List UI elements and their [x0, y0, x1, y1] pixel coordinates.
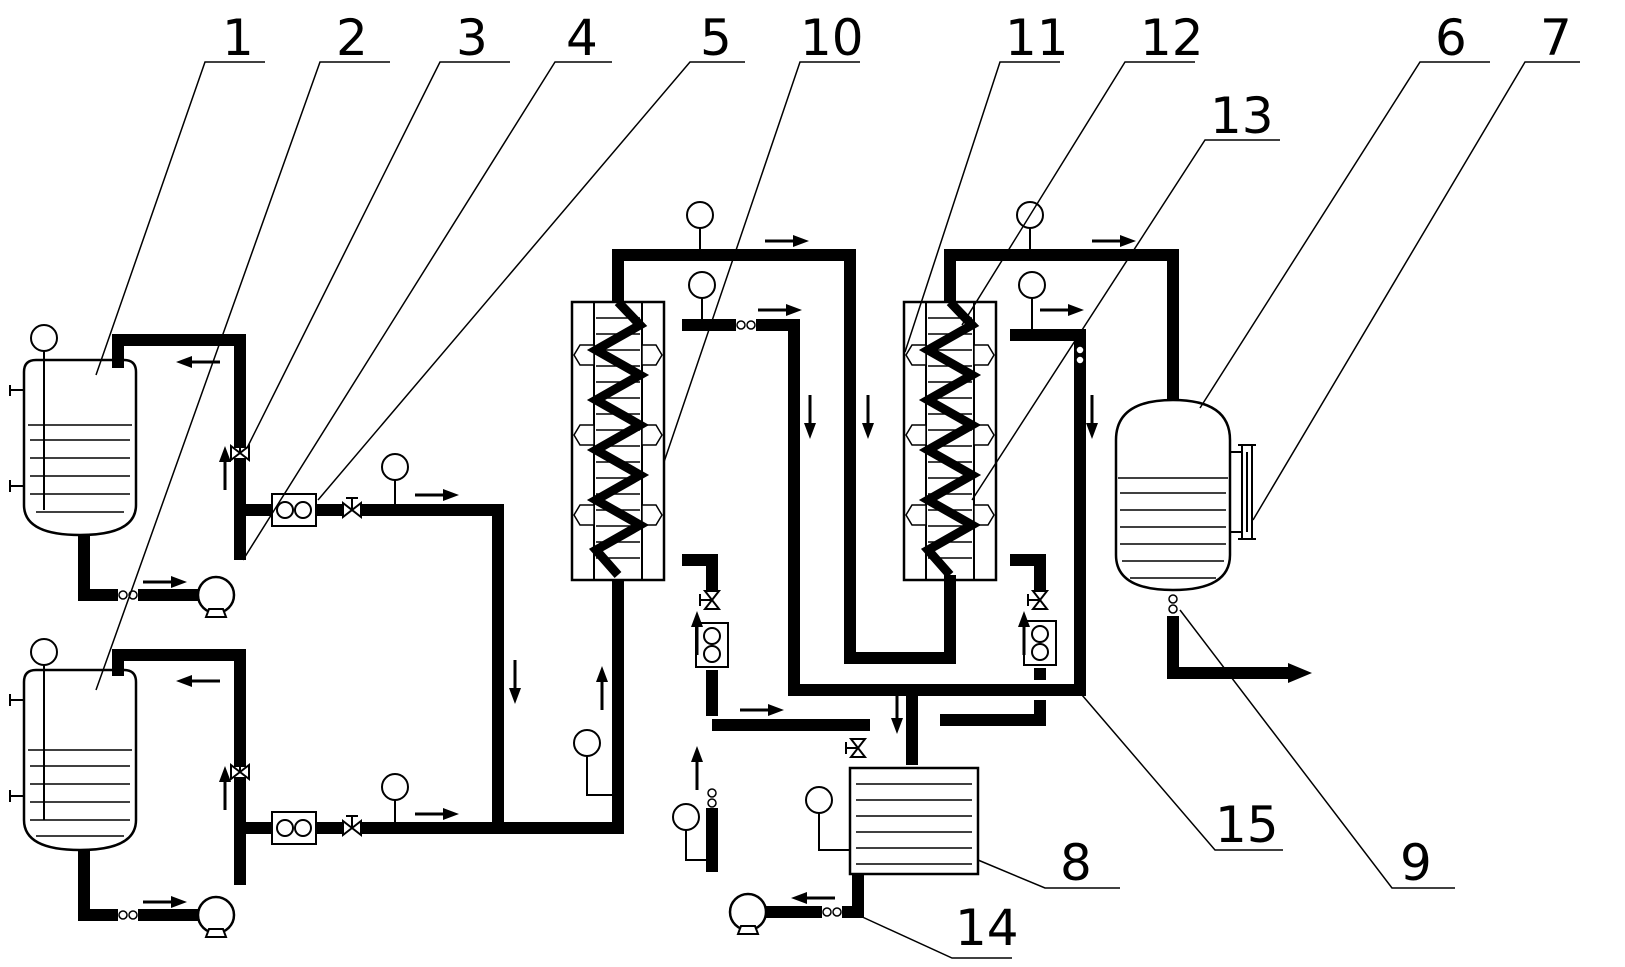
pressure-gauge-icon	[688, 271, 716, 299]
pressure-gauge-icon	[30, 324, 58, 352]
callout-labels: 1 2 3 4 5 10 11 12 13 6 7 8 9 14 15	[222, 9, 1572, 957]
label-12: 12	[1140, 9, 1204, 67]
label-9: 9	[1400, 834, 1432, 892]
coupling-icon	[1168, 594, 1178, 614]
pressure-gauge-icon	[381, 773, 409, 801]
label-4: 4	[566, 9, 598, 67]
pump-icon	[196, 895, 236, 939]
coupling-icon	[118, 590, 138, 600]
flow-arrow-icon	[594, 664, 610, 712]
label-13: 13	[1210, 87, 1274, 145]
flow-arrow-icon	[1084, 393, 1100, 441]
pressure-gauge-icon	[381, 453, 409, 481]
pipe-network-left	[78, 334, 624, 921]
pressure-gauge-icon	[686, 201, 714, 229]
flow-arrow-icon	[689, 744, 705, 792]
pump-icon	[728, 892, 768, 936]
flow-arrow-icon	[507, 658, 523, 706]
tubular-reactor-10	[570, 298, 666, 582]
flow-arrow-icon	[756, 302, 804, 318]
coupling-icon	[736, 320, 756, 330]
flow-arrow-icon	[217, 764, 233, 812]
tank-1	[9, 348, 138, 537]
valve-icon	[342, 497, 362, 518]
valve-icon	[699, 590, 720, 610]
pressure-gauge-icon	[672, 803, 700, 831]
tubular-reactor-11	[902, 298, 998, 582]
outlet-arrow-icon	[1288, 663, 1312, 683]
leader-lines	[95, 61, 1580, 959]
label-6: 6	[1435, 9, 1467, 67]
flow-arrow-icon	[141, 574, 189, 590]
flowmeter-icon	[1023, 620, 1057, 666]
pump-icon	[196, 575, 236, 619]
label-10: 10	[800, 9, 864, 67]
tank-8	[848, 766, 980, 876]
flow-arrow-icon	[789, 890, 837, 906]
flow-arrow-icon	[763, 233, 811, 249]
label-7: 7	[1540, 9, 1572, 67]
pressure-gauge-icon	[30, 638, 58, 666]
flow-arrow-icon	[141, 894, 189, 910]
flow-arrow-icon	[1038, 302, 1086, 318]
flow-arrow-icon	[174, 673, 222, 689]
valve-icon	[1027, 590, 1048, 610]
flowmeter-icon	[271, 811, 317, 845]
pipe-network-center	[612, 249, 1179, 918]
coupling-icon	[822, 907, 842, 917]
valve-icon	[342, 815, 362, 836]
label-2: 2	[336, 9, 368, 67]
flow-arrow-icon	[860, 393, 876, 441]
flow-arrow-icon	[413, 806, 461, 822]
pressure-gauge-icon	[1018, 271, 1046, 299]
pressure-gauge-icon	[573, 729, 601, 757]
label-8: 8	[1060, 834, 1092, 892]
flow-arrow-icon	[738, 702, 786, 718]
flow-arrow-icon	[889, 688, 905, 736]
label-15: 15	[1215, 796, 1279, 854]
valve-icon	[845, 738, 866, 758]
flow-arrow-icon	[413, 487, 461, 503]
flow-arrow-icon	[1090, 233, 1138, 249]
separator-tank-6	[1114, 398, 1256, 592]
label-5: 5	[700, 9, 732, 67]
flowmeter-icon	[695, 622, 729, 668]
label-14: 14	[955, 899, 1019, 957]
label-1: 1	[222, 9, 254, 67]
valve-icon	[230, 440, 250, 461]
tank-2	[9, 660, 138, 852]
pressure-gauge-icon	[805, 786, 833, 814]
coupling-icon	[707, 788, 717, 808]
flowmeter-icon	[271, 493, 317, 527]
coupling-icon	[118, 910, 138, 920]
label-11: 11	[1005, 9, 1069, 67]
flow-arrow-icon	[802, 393, 818, 441]
flow-arrow-icon	[217, 444, 233, 492]
valve-icon	[230, 759, 250, 780]
label-3: 3	[456, 9, 488, 67]
